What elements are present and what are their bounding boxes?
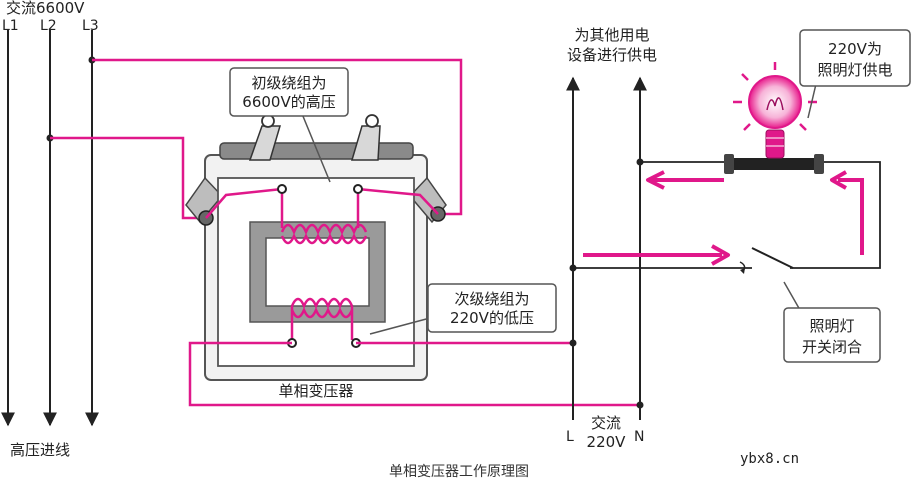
output-l-label: L bbox=[566, 429, 574, 445]
supply-title: 交流6600V bbox=[6, 0, 85, 17]
secondary-output-wires bbox=[188, 341, 640, 407]
lamp-bulb-icon bbox=[724, 62, 824, 174]
switch-icon bbox=[739, 247, 794, 274]
primary-callout: 初级绕组为 6600V的高压 bbox=[229, 67, 349, 183]
output-ac-label: 交流 bbox=[591, 414, 621, 432]
lamp-callout-line2: 照明灯供电 bbox=[817, 61, 892, 79]
primary-callout-line1: 初级绕组为 bbox=[251, 74, 326, 92]
secondary-callout: 次级绕组为 220V的低压 bbox=[369, 283, 557, 335]
line-label-l3: L3 bbox=[82, 18, 99, 34]
current-arrows bbox=[583, 170, 864, 266]
line-label-l1: L1 bbox=[2, 18, 19, 34]
output-lines bbox=[566, 76, 647, 420]
other-equipment-line1: 为其他用电 bbox=[574, 26, 649, 44]
secondary-callout-line2: 220V的低压 bbox=[450, 309, 534, 327]
lamp-circuit-wires bbox=[573, 161, 881, 269]
watermark: ybx8.cn bbox=[740, 451, 799, 467]
other-equipment-line2: 设备进行供电 bbox=[567, 46, 657, 64]
lamp-callout: 220V为 照明灯供电 bbox=[799, 29, 911, 119]
output-voltage-label: 220V bbox=[587, 433, 627, 451]
lamp-callout-line1: 220V为 bbox=[828, 40, 882, 58]
transformer-label: 单相变压器 bbox=[278, 382, 353, 400]
primary-winding bbox=[205, 187, 439, 245]
secondary-callout-line1: 次级绕组为 bbox=[454, 290, 529, 308]
switch-callout: 照明灯 开关闭合 bbox=[783, 281, 881, 363]
switch-callout-line1: 照明灯 bbox=[809, 317, 854, 335]
incoming-label: 高压进线 bbox=[10, 441, 70, 459]
primary-feed-wires bbox=[50, 58, 463, 220]
switch-callout-line2: 开关闭合 bbox=[802, 338, 862, 356]
primary-callout-line2: 6600V的高压 bbox=[242, 93, 335, 111]
terminal-bolt-icon bbox=[248, 114, 381, 161]
line-label-l2: L2 bbox=[40, 18, 57, 34]
secondary-winding bbox=[290, 297, 354, 340]
output-n-label: N bbox=[634, 429, 644, 445]
diagram-caption: 单相变压器工作原理图 bbox=[389, 464, 529, 480]
incoming-lines bbox=[1, 30, 99, 427]
transformer-body bbox=[185, 114, 447, 381]
